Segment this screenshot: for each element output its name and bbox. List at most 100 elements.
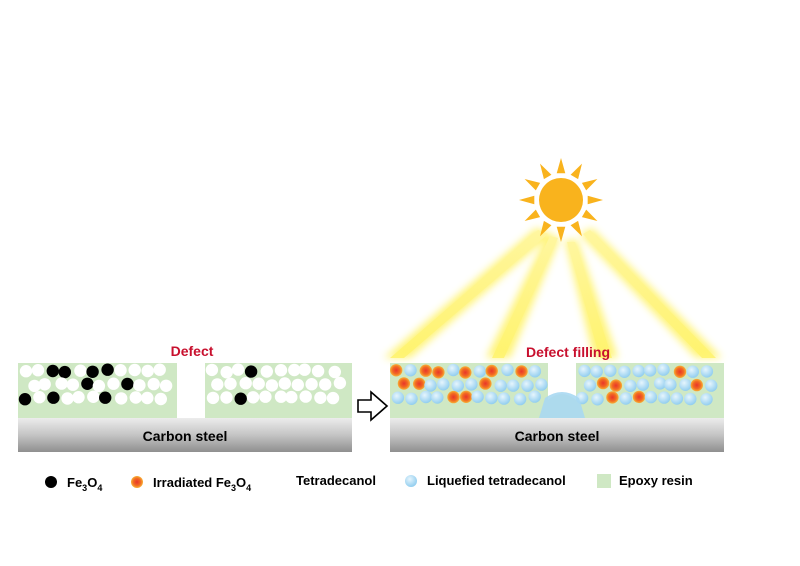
liquefied-tetradecanol-particle	[431, 391, 444, 404]
tetradecanol-particle	[224, 377, 237, 390]
liquefied-tetradecanol-particle	[644, 390, 658, 404]
liquefied-tetradecanol-particle	[494, 379, 507, 392]
substrate-label-right: Carbon steel	[515, 428, 600, 444]
sun-ray	[556, 226, 566, 242]
tetradecanol-particle	[128, 363, 141, 377]
irradiated-fe3o4-particle	[690, 378, 703, 392]
tetradecanol-particle	[305, 378, 318, 391]
liquefied-tetradecanol-particle	[528, 365, 542, 378]
liquefied-tetradecanol-particle	[485, 391, 498, 405]
liquefied-tetradecanol-particle	[679, 378, 692, 391]
liquid-fill	[539, 392, 585, 418]
sun-ray	[519, 195, 535, 205]
liquefied-tetradecanol-particle	[705, 379, 718, 392]
legend-item-tetradecanol: Tetradecanol	[278, 473, 376, 488]
fe3o4-particle	[234, 392, 247, 405]
irradiated-fe3o4-particle	[515, 365, 528, 378]
substrate-label-left: Carbon steel	[143, 428, 228, 444]
tetradecanol-particle	[314, 391, 327, 404]
tetradecanol-particle	[311, 364, 325, 378]
tetradecanol-particle	[115, 392, 128, 405]
irradiated-fe3o4-particle	[459, 390, 473, 403]
legend-item-epoxy: Epoxy resin	[597, 473, 693, 488]
liquefied-tetradecanol-particle	[618, 365, 631, 378]
sun-ray	[587, 195, 603, 205]
tetradecanol-particle	[153, 363, 166, 376]
tetradecanol-particle	[278, 377, 291, 390]
legend-item-liquefied: Liquefied tetradecanol	[405, 473, 566, 488]
irradiated-fe3o4-particle	[479, 377, 492, 390]
tetradecanol-particle	[92, 379, 106, 393]
light-beams	[384, 228, 722, 358]
tetradecanol-particle	[274, 364, 288, 377]
liquefied-tetradecanol-particle	[507, 379, 520, 392]
irradiated-fe3o4-particle	[632, 390, 646, 404]
liquefied-tetradecanol-particle	[535, 378, 548, 391]
tetradecanol-particle	[205, 363, 219, 377]
tetradecanol-particle	[159, 379, 173, 392]
liquefied-tetradecanol-particle	[497, 392, 511, 405]
liquefied-tetradecanol-particle	[653, 377, 667, 390]
tetradecanol-particle	[66, 378, 80, 391]
carbon-steel-left	[18, 418, 352, 452]
liquefied-tetradecanol-particle	[419, 390, 433, 404]
sun-ray	[540, 220, 552, 237]
tetradecanol-particle	[326, 391, 340, 405]
liquefied-tetradecanol-particle	[590, 365, 603, 378]
liquefied-tetradecanol-particle	[447, 363, 460, 377]
tetradecanol-particle	[274, 390, 288, 403]
tetradecanol-particle	[246, 391, 260, 404]
tetradecanol-particle	[154, 392, 167, 406]
liquefied-tetradecanol-particle	[632, 364, 645, 378]
legend-label-fe3o4: Fe3O4	[67, 475, 102, 493]
legend-item-irradiated: Irradiated Fe3O4	[131, 475, 251, 493]
liquefied-tetradecanol-particle	[591, 393, 604, 406]
tetradecanol-particle	[328, 365, 341, 379]
irradiated-fe3o4-particle	[606, 391, 619, 404]
beam-3	[567, 242, 612, 358]
irradiated-fe3o4-particle	[419, 364, 432, 377]
liquefied-tetradecanol-particle	[644, 364, 657, 377]
irradiated-fe3o4-particle	[447, 390, 460, 404]
tetradecanol-particle	[38, 378, 51, 391]
irradiated-fe3o4-marker	[131, 476, 143, 488]
liquefied-tetradecanol-particle	[684, 392, 697, 406]
defect-label: Defect	[171, 343, 214, 359]
tetradecanol-particle	[107, 377, 120, 390]
tetradecanol-particle	[61, 392, 74, 405]
tetradecanol-particle	[87, 390, 100, 403]
tetradecanol-particle	[141, 391, 154, 405]
legend-label-epoxy: Epoxy resin	[619, 473, 693, 488]
fe3o4-marker	[45, 476, 57, 488]
tetradecanol-particle	[147, 377, 160, 391]
tetradecanol-particle	[333, 376, 347, 390]
irradiated-fe3o4-particle	[485, 364, 498, 378]
tetradecanol-particle	[33, 391, 46, 404]
tetradecanol-particle	[288, 363, 301, 377]
irradiated-fe3o4-particle	[413, 377, 426, 390]
liquefied-tetradecanol-particle	[391, 391, 405, 404]
fe3o4-particle	[121, 377, 134, 391]
liquefied-marker	[405, 475, 417, 487]
tetradecanol-particle	[285, 390, 298, 404]
tetradecanol-particle	[72, 391, 85, 404]
legend-label-liquefied: Liquefied tetradecanol	[427, 473, 566, 488]
tetradecanol-particle	[211, 378, 224, 391]
liquefied-tetradecanol-particle	[437, 378, 450, 391]
sun-ray	[524, 179, 541, 191]
tetradecanol-particle	[231, 363, 245, 376]
sun-ray	[570, 220, 582, 237]
fe3o4-particle	[101, 363, 114, 376]
liquefied-tetradecanol-particle	[657, 391, 671, 404]
tetradecanol-particle	[114, 364, 127, 377]
irradiated-fe3o4-particle	[390, 364, 403, 377]
tetradecanol-particle	[141, 364, 154, 378]
liquefied-tetradecanol-particle	[471, 390, 484, 403]
sun-icon	[519, 158, 603, 242]
liquefied-tetradecanol-particle	[583, 379, 597, 392]
irradiated-fe3o4-particle	[596, 376, 610, 390]
sun-ray	[570, 163, 582, 180]
liquefied-tetradecanol-particle	[473, 365, 486, 378]
liquefied-tetradecanol-particle	[424, 379, 437, 392]
tetradecanol-particle	[265, 379, 279, 392]
